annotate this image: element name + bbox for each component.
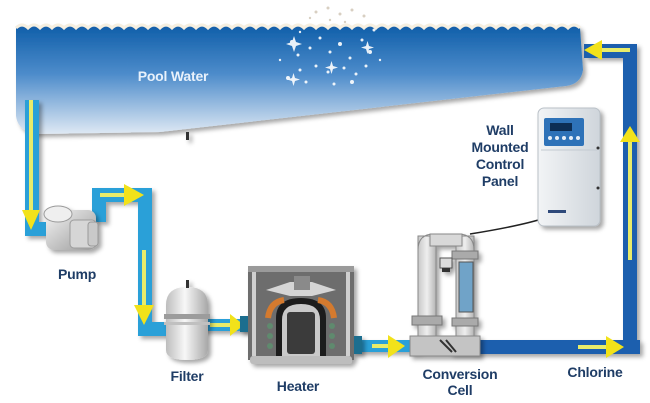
spray-droplets bbox=[308, 6, 366, 24]
arrow-right-icon bbox=[124, 184, 144, 206]
control-panel-label-line1: Wall bbox=[486, 122, 514, 138]
filter-label: Filter bbox=[170, 368, 204, 384]
heater-icon bbox=[240, 266, 362, 364]
chlorine-label: Chlorine bbox=[567, 364, 623, 380]
pool-water-label: Pool Water bbox=[137, 68, 209, 84]
control-panel-icon bbox=[537, 107, 601, 227]
arrow-down-icon bbox=[134, 305, 154, 325]
control-panel-label-line4: Panel bbox=[481, 173, 519, 189]
control-panel-label-line2: Mounted bbox=[471, 139, 529, 155]
conversion-cell-label-line1: Conversion bbox=[422, 366, 498, 382]
control-panel-label: Wall Mounted Control Panel bbox=[465, 122, 535, 190]
flow-arrows bbox=[22, 40, 640, 358]
pipe-segment bbox=[450, 340, 640, 354]
pipe-segment bbox=[138, 322, 168, 336]
pool-water bbox=[14, 6, 583, 134]
chlorine-sparkles bbox=[278, 28, 382, 86]
conversion-cell-label-line2: Cell bbox=[447, 382, 473, 398]
pump-icon bbox=[43, 205, 99, 250]
control-cable bbox=[469, 217, 546, 235]
arrow-down-icon bbox=[22, 210, 40, 230]
conversion-cell-icon bbox=[409, 233, 481, 357]
arrow-up-icon bbox=[620, 126, 640, 142]
pipe-network bbox=[25, 44, 640, 354]
arrow-right-icon bbox=[230, 314, 244, 336]
conversion-cell-label: Conversion Cell bbox=[410, 366, 510, 398]
water-surface-foam bbox=[14, 23, 582, 31]
arrow-right-icon bbox=[606, 336, 624, 358]
control-panel-label-line3: Control bbox=[475, 156, 525, 172]
arrow-right-icon bbox=[388, 335, 405, 358]
arrow-left-icon bbox=[584, 40, 602, 60]
pump-label: Pump bbox=[57, 266, 97, 282]
heater-label: Heater bbox=[276, 378, 320, 394]
filter-icon bbox=[164, 132, 210, 360]
